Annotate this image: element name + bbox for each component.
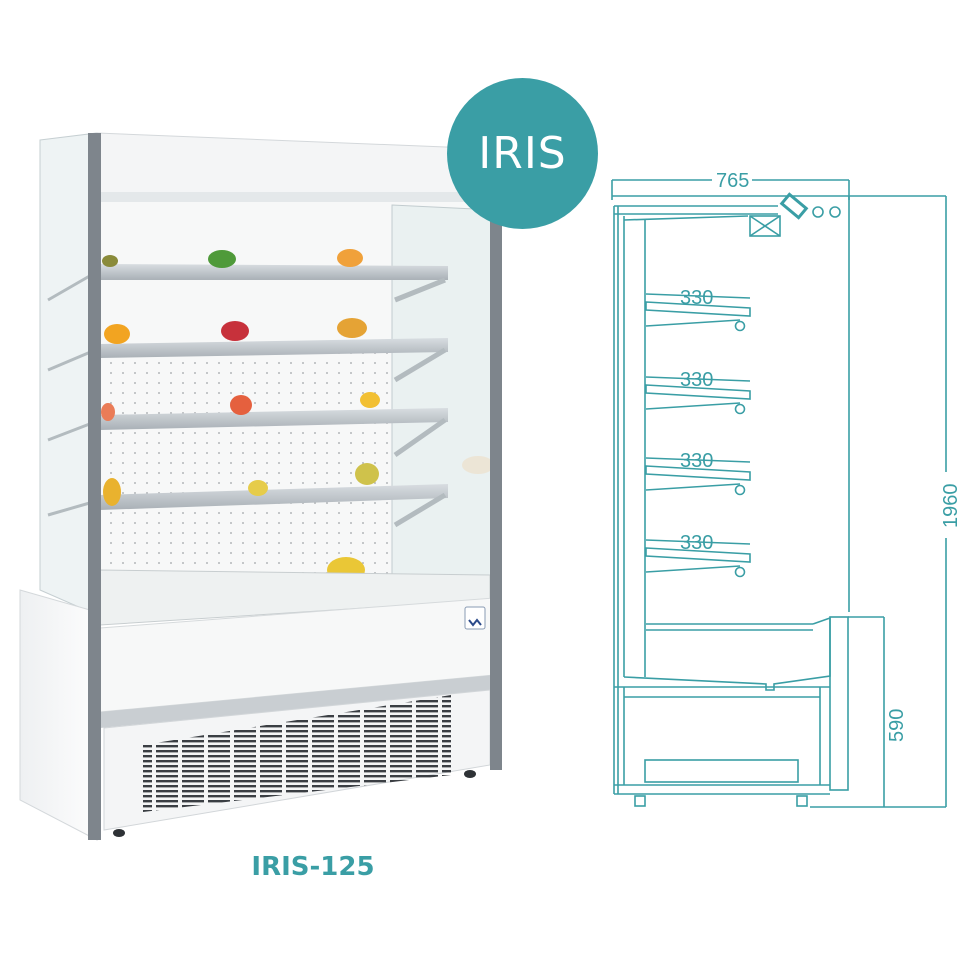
dim-shelf-4: 330 <box>680 532 713 554</box>
dim-height: 1960 <box>940 484 962 529</box>
badge-label: IRIS <box>478 128 567 179</box>
produce <box>101 249 494 600</box>
brand-badge: IRIS <box>447 78 598 229</box>
model-caption: IRIS-125 <box>251 852 375 882</box>
technical-drawing: 765 330 330 330 330 1960 590 <box>611 170 962 808</box>
drawing-shelves <box>645 293 751 578</box>
dim-base-height: 590 <box>886 709 908 742</box>
dim-shelf-2: 330 <box>680 369 713 391</box>
dim-depth: 765 <box>716 170 749 192</box>
refrigerator-photo <box>19 132 502 841</box>
shelves <box>47 264 448 528</box>
dim-shelf-1: 330 <box>680 287 713 309</box>
dim-shelf-3: 330 <box>680 450 713 472</box>
